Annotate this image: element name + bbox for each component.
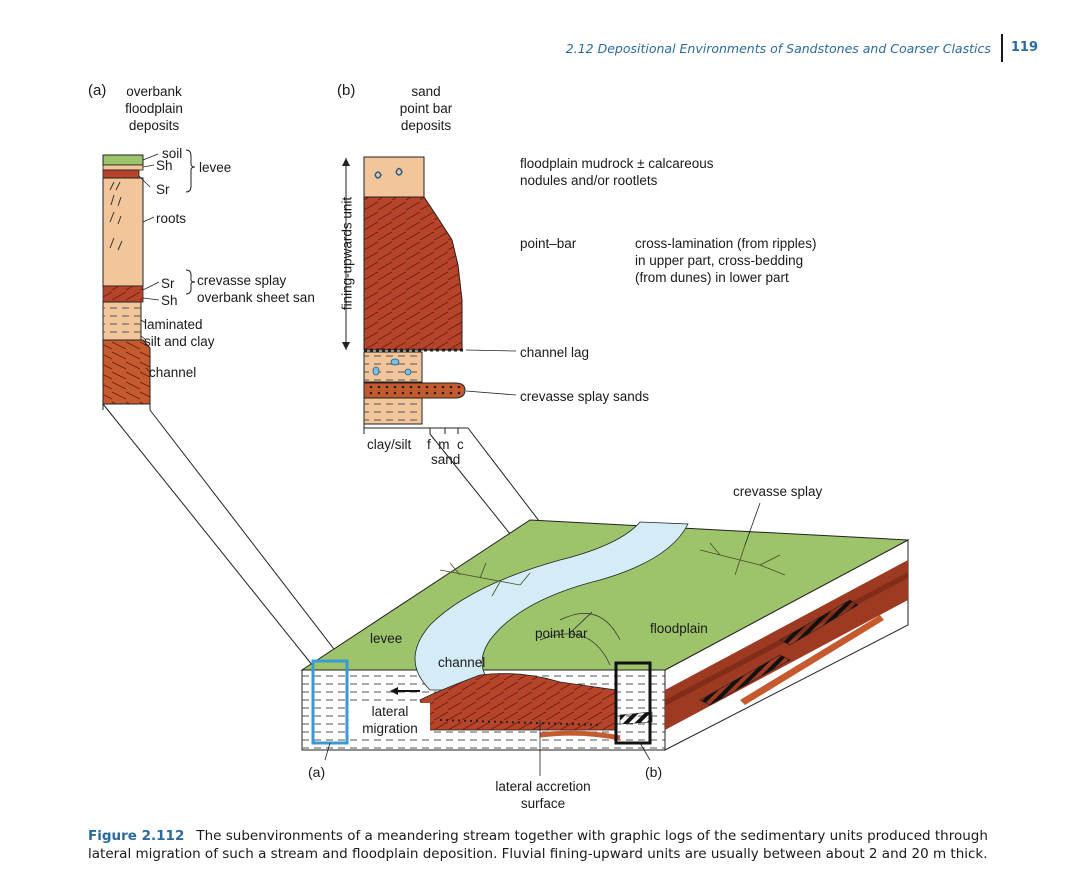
label-channel-lag: channel lag	[520, 345, 590, 360]
box-b-marker	[614, 661, 652, 745]
panel-label-b: (b)	[337, 82, 356, 99]
connector-a-right	[149, 409, 348, 667]
caption-text: The subenvironments of a meandering stre…	[88, 828, 988, 862]
label-sr-top: Sr	[156, 182, 170, 197]
label-cross-lamination-line2: in upper part, cross-bedding	[635, 253, 804, 268]
log-b-column	[342, 156, 517, 434]
figure-number: Figure 2.112	[88, 828, 185, 844]
figure-illustration	[102, 149, 910, 776]
label-lateral-migration-line2: migration	[362, 721, 418, 736]
marker-label-b: (b)	[645, 764, 663, 780]
log-b-title-line1: sand	[411, 84, 441, 99]
log-b-title-line3: deposits	[400, 118, 452, 133]
label-point-bar-block: point bar	[535, 626, 588, 641]
label-cross-lamination-line3: (from dunes) in lower part	[635, 270, 789, 285]
label-lateral-migration-line1: lateral	[371, 704, 409, 719]
log-b-title-line2: point bar	[399, 101, 453, 116]
marker-label-a: (a)	[308, 764, 326, 780]
label-levee-log: levee	[199, 160, 232, 175]
label-crevasse-splay-block: crevasse splay	[733, 484, 823, 499]
label-fining-upwards-unit: fining-upwards unit	[339, 196, 355, 311]
label-laminated-line2: silt and clay	[144, 334, 215, 349]
panel-label-a: (a)	[88, 82, 107, 99]
label-floodplain-mudrock-line2: nodules and/or rootlets	[520, 173, 658, 188]
connector-a-left	[102, 403, 314, 667]
label-sh-mid: Sh	[161, 293, 178, 308]
label-channel-log: channel	[149, 365, 197, 380]
log-a-title-line2: floodplain	[125, 101, 183, 116]
axis-fmc: f m c	[427, 437, 464, 452]
log-a-column	[102, 149, 196, 410]
label-lateral-accretion-line2: surface	[520, 796, 566, 811]
label-soil: soil	[162, 146, 183, 161]
label-crevasse-splay-log: crevasse splay	[197, 273, 287, 288]
label-cross-lamination-line1: cross-lamination (from ripples)	[635, 236, 817, 251]
running-title: 2.12 Depositional Environments of Sandst…	[565, 40, 991, 56]
label-point-bar-log: point–bar	[520, 236, 577, 251]
label-laminated-line1: laminated	[144, 317, 203, 332]
page-number: 119	[1000, 34, 1038, 62]
axis-clay-silt: clay/silt	[367, 437, 412, 452]
label-floodplain: floodplain	[650, 621, 708, 636]
label-roots: roots	[156, 211, 187, 226]
axis-sand: sand	[431, 452, 461, 467]
label-sr-mid: Sr	[161, 276, 175, 291]
label-levee-block: levee	[370, 631, 403, 646]
log-a-title-line3: deposits	[128, 118, 180, 133]
label-lateral-accretion-line1: lateral accretion	[495, 779, 591, 794]
label-channel-block: channel	[438, 655, 486, 670]
label-sh-top: Sh	[156, 158, 173, 173]
page-header: 2.12 Depositional Environments of Sandst…	[566, 34, 1038, 62]
label-overbank-sheet: overbank sheet san	[197, 290, 315, 305]
log-a-title-line1: overbank	[126, 84, 182, 99]
label-floodplain-mudrock-line1: floodplain mudrock ± calcareous	[520, 156, 714, 171]
label-crevasse-splay-sands: crevasse splay sands	[520, 389, 650, 404]
block-diagram	[300, 502, 910, 776]
